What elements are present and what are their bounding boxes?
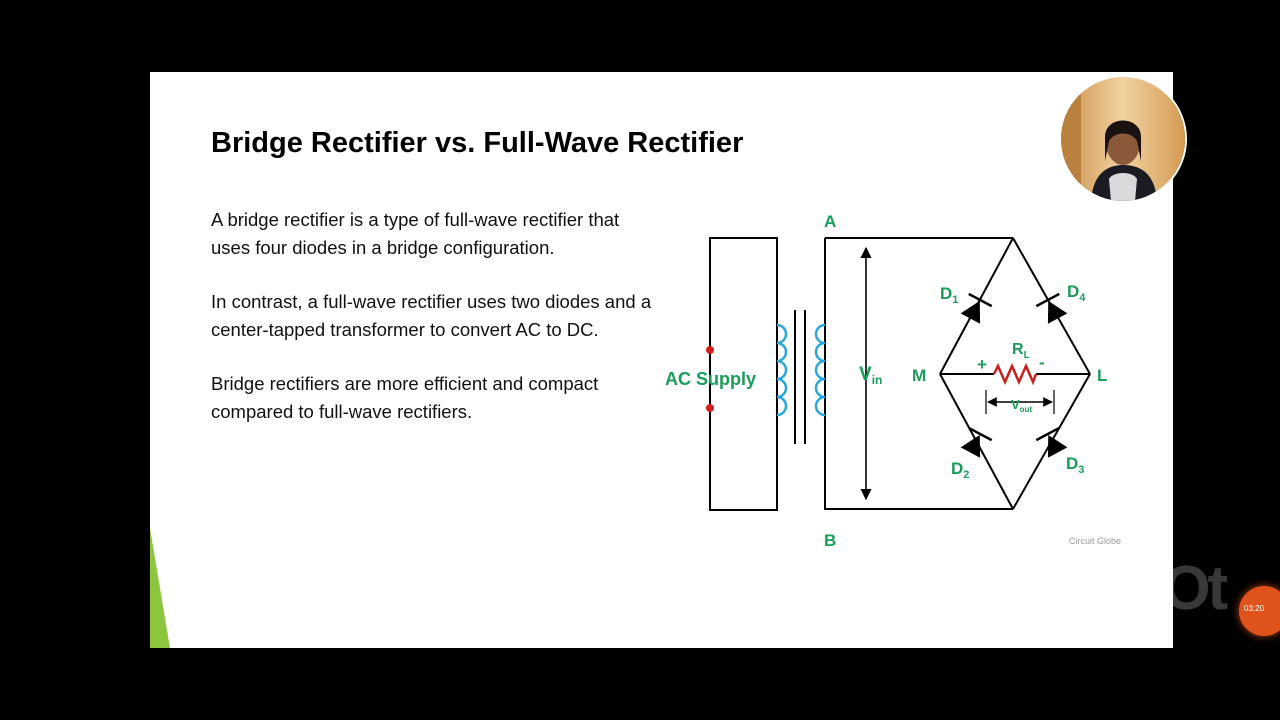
inshot-watermark-logo: InShOt: [1040, 554, 1228, 623]
label-minus: -: [1039, 353, 1045, 372]
slide-title: Bridge Rectifier vs. Full-Wave Rectifier: [211, 127, 744, 159]
recording-timer-badge: 03:20: [1239, 586, 1280, 636]
bridge-rectifier-circuit-diagram: AC Supply A B M L Vin RL + - Vout D1 D4 …: [665, 212, 1107, 550]
label-vout: Vout: [1011, 397, 1032, 414]
paragraph-comparison: Bridge rectifiers are more efficient and…: [211, 373, 599, 422]
recording-time: 03:20: [1244, 604, 1265, 613]
label-node-a: A: [824, 212, 836, 231]
presenter-avatar: [1061, 77, 1185, 201]
ac-terminal-bottom: [706, 404, 714, 412]
label-vin: Vin: [859, 364, 882, 387]
label-d2: D2: [951, 459, 969, 481]
secondary-coil: [814, 323, 826, 417]
paragraph-bridge-definition: A bridge rectifier is a type of full-wav…: [211, 209, 620, 258]
label-node-b: B: [824, 531, 836, 550]
slide-accent-shape: [150, 528, 170, 648]
diagram-source-watermark: Circuit Globe: [1069, 536, 1122, 546]
label-node-m: M: [912, 366, 926, 385]
primary-coil: [776, 323, 788, 417]
label-ac-supply: AC Supply: [665, 369, 756, 389]
diode-d4-symbol: [1035, 292, 1068, 324]
label-d3: D3: [1066, 454, 1084, 476]
label-rl: RL: [1012, 341, 1030, 361]
diode-d2-symbol: [960, 426, 993, 458]
diode-d3-symbol: [1035, 426, 1068, 458]
presenter-webcam: [1059, 75, 1187, 203]
label-d4: D4: [1067, 282, 1086, 304]
load-resistor: [992, 362, 1038, 386]
diode-d1-symbol: [960, 292, 993, 324]
secondary-wire: [824, 238, 1013, 510]
paragraph-fullwave-contrast: In contrast, a full-wave rectifier uses …: [211, 291, 652, 340]
slide-body: A bridge rectifier is a type of full-wav…: [211, 206, 661, 452]
label-plus: +: [977, 355, 987, 374]
primary-wire: [709, 237, 778, 511]
label-d1: D1: [940, 284, 958, 306]
label-node-l: L: [1097, 366, 1107, 385]
ac-terminal-top: [706, 346, 714, 354]
slide: Bridge Rectifier vs. Full-Wave Rectifier…: [150, 72, 1173, 648]
